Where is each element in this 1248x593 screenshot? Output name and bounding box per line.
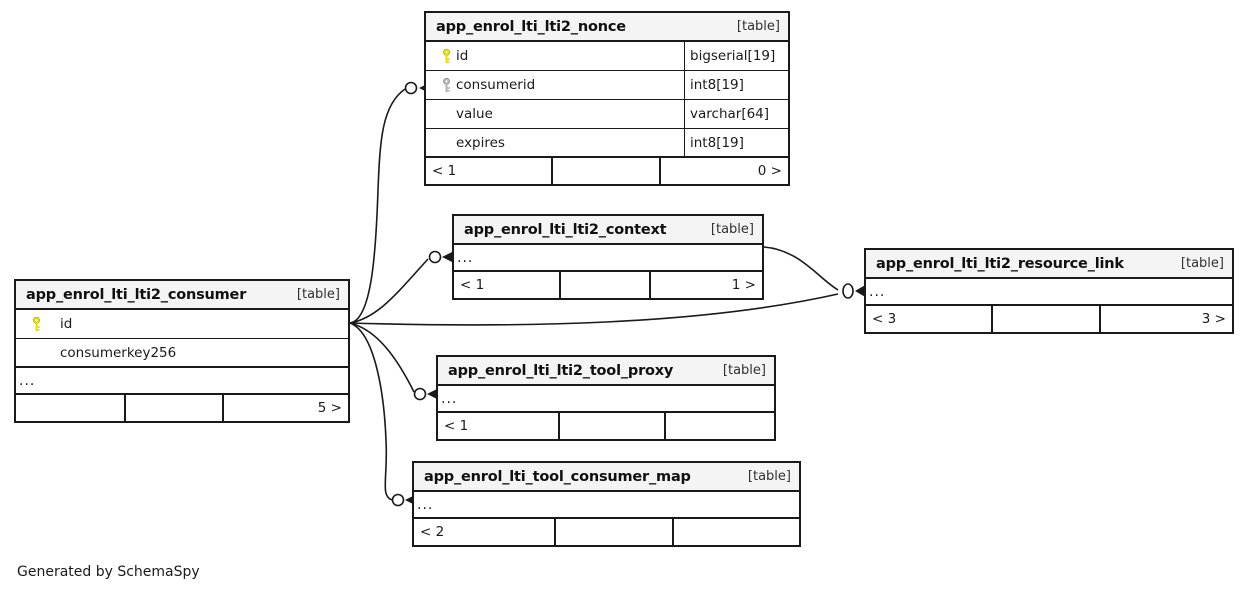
column-name: consumerkey256	[60, 344, 177, 361]
footer-children-count	[674, 519, 799, 545]
primary-key-icon	[33, 316, 40, 331]
column-name-cell: id	[426, 48, 684, 64]
edge-context-resourcelink	[763, 246, 839, 291]
table-title: app_enrol_lti_lti2_context	[464, 221, 667, 238]
edge-consumer-nonce	[349, 88, 406, 324]
column-type: bigserial[19]	[684, 42, 788, 70]
footer-children-count	[666, 413, 774, 439]
table-node-consumer[interactable]: app_enrol_lti_lti2_consumer [table] id	[14, 279, 350, 423]
column-name: expires	[456, 134, 505, 151]
footer-middle	[551, 158, 661, 184]
table-title: app_enrol_lti_lti2_consumer	[26, 286, 247, 303]
table-type-tag: [table]	[296, 287, 340, 302]
table-type-tag: [table]	[710, 222, 754, 237]
table-node-tool-proxy[interactable]: app_enrol_lti_lti2_tool_proxy [table] ..…	[436, 355, 776, 441]
footer-parents-count: < 1	[444, 418, 469, 434]
table-header: app_enrol_lti_tool_consumer_map [table]	[414, 463, 799, 492]
table-row[interactable]: expires int8[19]	[426, 129, 788, 158]
footer-parents-count: < 3	[872, 311, 897, 327]
table-title: app_enrol_lti_lti2_nonce	[436, 18, 626, 35]
edge-consumer-context	[349, 258, 429, 324]
table-footer: 5 >	[16, 395, 348, 421]
table-columns: id consumerkey256	[16, 310, 348, 368]
table-type-tag: [table]	[1180, 256, 1224, 271]
table-node-nonce[interactable]: app_enrol_lti_lti2_nonce [table] id bigs…	[424, 11, 790, 186]
table-title: app_enrol_lti_lti2_tool_proxy	[448, 362, 674, 379]
columns-collapsed-indicator[interactable]: ...	[454, 245, 762, 272]
column-name-cell: expires	[426, 135, 684, 151]
footer-middle	[554, 519, 674, 545]
table-footer: < 2	[414, 519, 799, 545]
column-name: value	[456, 106, 493, 122]
table-title: app_enrol_lti_lti2_resource_link	[876, 255, 1124, 272]
table-footer: < 1 1 >	[454, 272, 762, 298]
table-node-context[interactable]: app_enrol_lti_lti2_context [table] ... <…	[452, 214, 764, 300]
table-row[interactable]: id bigserial[19]	[426, 42, 788, 71]
footer-parents-count	[16, 395, 124, 421]
table-header: app_enrol_lti_lti2_tool_proxy [table]	[438, 357, 774, 386]
table-row[interactable]: consumerkey256	[16, 339, 348, 368]
table-footer: < 1	[438, 413, 774, 439]
column-type: int8[19]	[684, 71, 788, 99]
edge-consumer-toolconsumermap	[349, 322, 393, 501]
columns-collapsed-indicator[interactable]: ...	[414, 492, 799, 519]
footer-children-count: 3 >	[1201, 311, 1226, 327]
footer-middle	[991, 306, 1101, 332]
column-name-cell: id	[16, 316, 348, 332]
table-footer: < 3 3 >	[866, 306, 1232, 332]
footer-parents-count: < 2	[420, 524, 445, 540]
generator-credit: Generated by SchemaSpy	[17, 564, 200, 580]
column-name-cell: consumerkey256	[16, 345, 348, 361]
table-columns: id bigserial[19] consumerid int8[19]	[426, 42, 788, 158]
table-header: app_enrol_lti_lti2_nonce [table]	[426, 13, 788, 42]
table-type-tag: [table]	[722, 363, 766, 378]
footer-children-count: 1 >	[731, 277, 756, 293]
table-type-tag: [table]	[747, 469, 791, 484]
table-title: app_enrol_lti_tool_consumer_map	[424, 468, 691, 485]
footer-middle	[124, 395, 224, 421]
footer-middle	[558, 413, 666, 439]
columns-collapsed-indicator[interactable]: ...	[438, 386, 774, 413]
table-header: app_enrol_lti_lti2_consumer [table]	[16, 281, 348, 310]
table-type-tag: [table]	[736, 19, 780, 34]
column-name-cell: consumerid	[426, 77, 684, 93]
table-header: app_enrol_lti_lti2_context [table]	[454, 216, 762, 245]
table-header: app_enrol_lti_lti2_resource_link [table]	[866, 250, 1232, 279]
columns-collapsed-indicator[interactable]: ...	[16, 368, 348, 395]
edge-consumer-toolproxy	[349, 322, 415, 393]
table-node-resource-link[interactable]: app_enrol_lti_lti2_resource_link [table]…	[864, 248, 1234, 334]
column-name: id	[456, 48, 469, 64]
footer-children-count: 5 >	[317, 400, 342, 416]
table-row[interactable]: id	[16, 310, 348, 339]
table-row[interactable]: consumerid int8[19]	[426, 71, 788, 100]
primary-key-icon	[443, 48, 450, 63]
foreign-key-icon	[443, 77, 450, 92]
column-name: consumerid	[456, 77, 536, 93]
table-node-tool-consumer-map[interactable]: app_enrol_lti_tool_consumer_map [table] …	[412, 461, 801, 547]
table-row[interactable]: value varchar[64]	[426, 100, 788, 129]
footer-middle	[559, 272, 651, 298]
footer-children-count: 0 >	[757, 163, 782, 179]
column-name-cell: value	[426, 106, 684, 122]
column-type: varchar[64]	[684, 100, 788, 128]
footer-parents-count: < 1	[432, 163, 457, 179]
footer-parents-count: < 1	[460, 277, 485, 293]
columns-collapsed-indicator[interactable]: ...	[866, 279, 1232, 306]
column-type: int8[19]	[684, 129, 788, 156]
table-footer: < 1 0 >	[426, 158, 788, 184]
column-name: id	[60, 316, 73, 332]
